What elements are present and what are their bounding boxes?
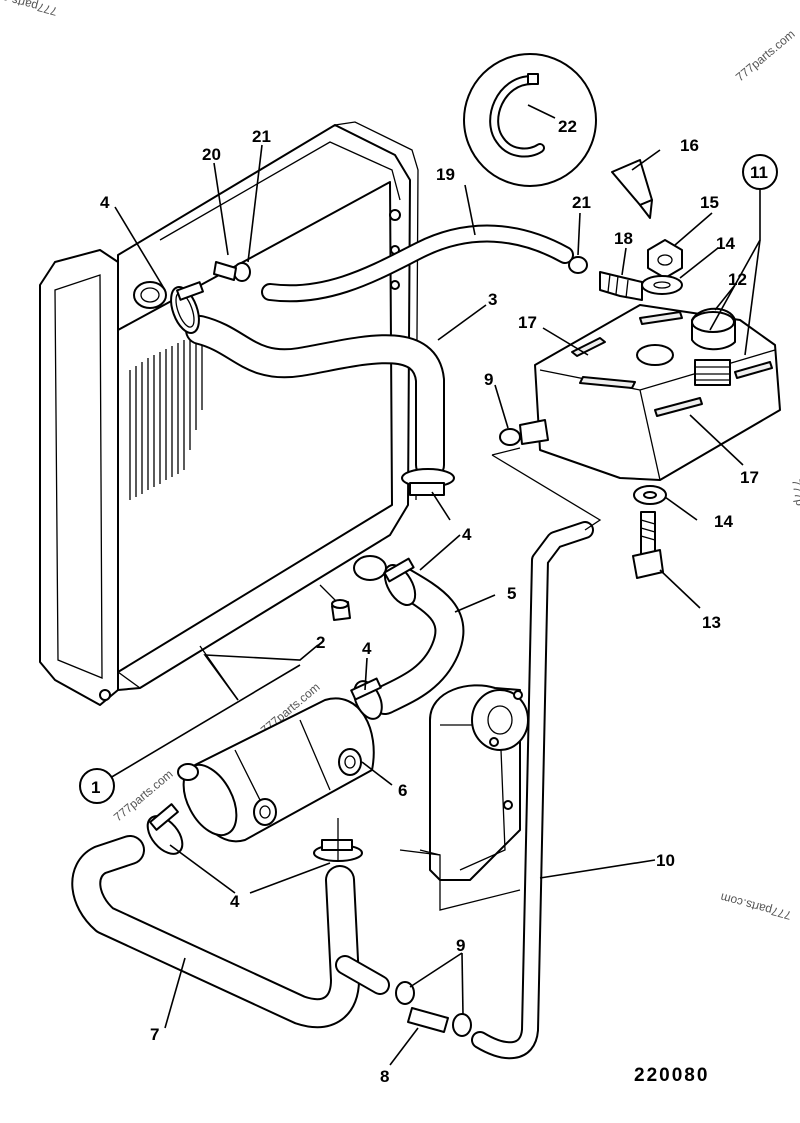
callout-22: 22	[558, 117, 577, 136]
callout-3: 3	[488, 290, 497, 309]
hose-clips	[146, 256, 588, 1037]
nut-and-washer	[641, 239, 683, 295]
thermostat-housing	[399, 684, 529, 911]
hoses	[71, 224, 594, 1060]
callout-1: 1	[91, 778, 100, 797]
callout-20: 20	[202, 145, 221, 164]
mounting-bolt	[632, 485, 667, 579]
callout-15: 15	[700, 193, 719, 212]
expansion-tank	[519, 304, 781, 481]
reference-lines	[337, 447, 602, 860]
leader-lines	[109, 104, 761, 1066]
callout-7: 7	[150, 1025, 159, 1044]
callout-17: 17	[518, 313, 537, 332]
callout-21: 21	[572, 193, 591, 212]
sealant-tube	[611, 159, 653, 219]
callout-4: 4	[100, 193, 110, 212]
callout-9: 9	[456, 936, 465, 955]
callout-9: 9	[484, 370, 493, 389]
callout-17: 17	[740, 468, 759, 487]
callout-14: 14	[716, 234, 735, 253]
callout-11: 11	[750, 163, 768, 182]
drawing-code: 220080	[634, 1065, 709, 1086]
callout-19: 19	[436, 165, 455, 184]
callout-12: 12	[728, 270, 747, 289]
callout-6: 6	[398, 781, 407, 800]
watermark: 777parts.com	[719, 890, 793, 922]
clip-detail-inset	[463, 53, 597, 187]
watermark: 777parts.com	[0, 0, 59, 19]
callout-labels: 1 2 3 4 4 4 4 5 6 7 8 9 9 10 11 12 13 14…	[91, 117, 768, 1086]
callout-10: 10	[656, 851, 675, 870]
callout-14: 14	[714, 512, 733, 531]
callout-18: 18	[614, 229, 633, 248]
callout-4: 4	[230, 892, 240, 911]
callout-13: 13	[702, 613, 721, 632]
callout-8: 8	[380, 1067, 389, 1086]
callout-4: 4	[362, 639, 372, 658]
callout-4: 4	[462, 525, 472, 544]
callout-16: 16	[680, 136, 699, 155]
radiator	[39, 121, 419, 706]
adaptor-fitting	[599, 271, 643, 301]
callout-21: 21	[252, 127, 271, 146]
watermark: 777p	[789, 478, 800, 507]
callout-circle-1	[79, 768, 115, 804]
watermark: 777parts.com	[733, 27, 798, 84]
callout-2: 2	[316, 633, 325, 652]
callout-5: 5	[507, 584, 516, 603]
callout-circle-11	[742, 154, 778, 190]
